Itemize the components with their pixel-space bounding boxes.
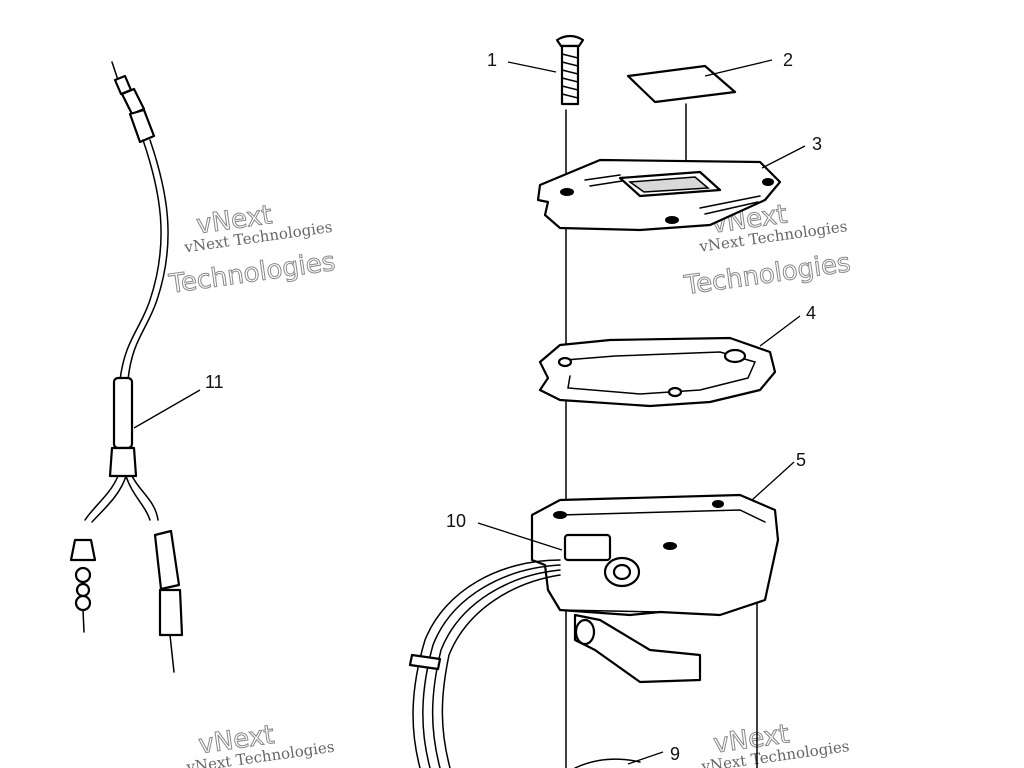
callout-11: 11: [205, 372, 224, 392]
part-5-housing: [530, 493, 780, 684]
part-11-cable: [69, 61, 184, 673]
part-10-wires: [408, 559, 561, 768]
watermark-top-left: vNext vNext Technologies Technologies: [166, 200, 338, 301]
part-1-screw: [555, 34, 585, 106]
part-9: [574, 758, 641, 768]
callout-5: 5: [796, 450, 806, 470]
callout-4: 4: [806, 303, 816, 323]
callout-3: 3: [812, 134, 822, 154]
callout-1: 1: [487, 50, 497, 70]
watermark-word: Technologies: [682, 248, 853, 301]
part-4-gasket: [538, 336, 777, 408]
part-3-cover: [536, 158, 782, 232]
callout-2: 2: [783, 50, 793, 70]
leader-lines: [133, 59, 806, 765]
watermark-bottom-right: vNext vNext Technologies: [699, 719, 850, 768]
watermark-bottom-left: vNext vNext Technologies: [184, 720, 335, 768]
callout-9: 9: [670, 744, 680, 764]
part-2-label: [626, 64, 737, 104]
callout-10: 10: [446, 511, 466, 531]
